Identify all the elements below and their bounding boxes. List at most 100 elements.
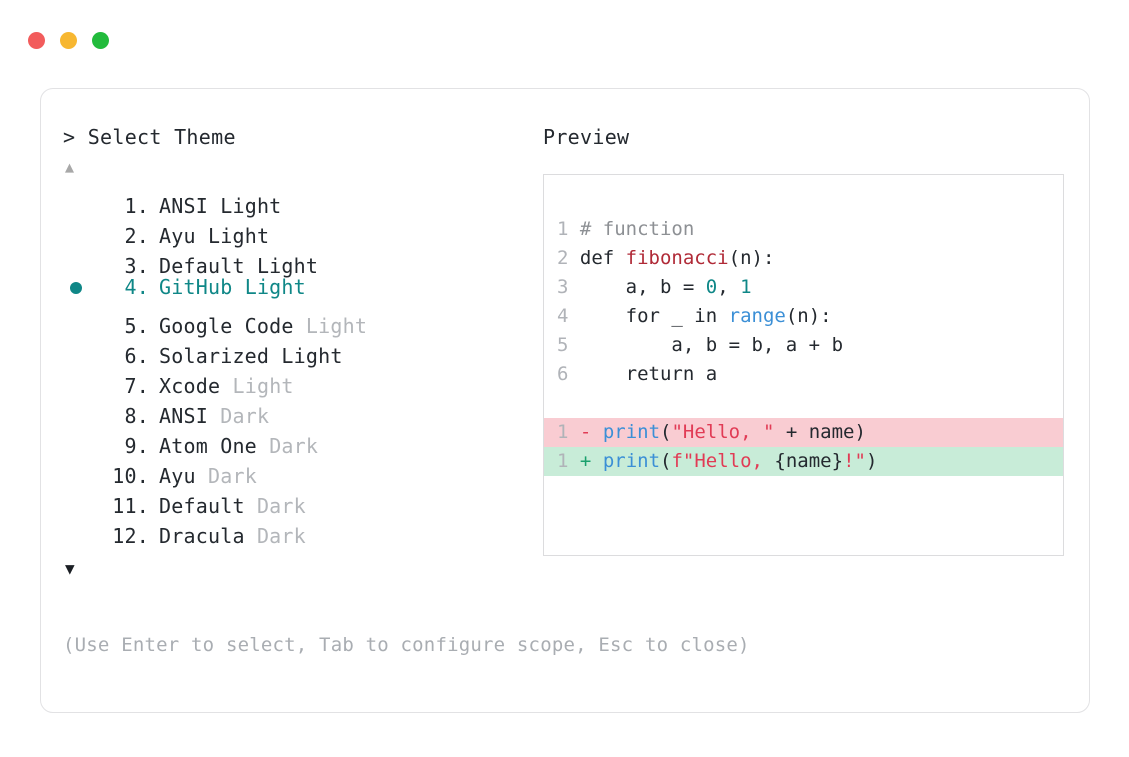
theme-item-number: 11.	[112, 494, 149, 518]
code-token: !"	[843, 450, 866, 472]
theme-item-variant: Dark	[220, 404, 270, 428]
theme-item-number: 8.	[124, 404, 149, 428]
code-token: )	[865, 450, 878, 472]
page-title: Select Theme	[87, 125, 236, 149]
theme-item-name: Xcode	[159, 374, 221, 398]
theme-item-name: ANSI	[159, 194, 208, 218]
code-gutter-gap	[568, 334, 579, 356]
theme-list-item[interactable]: 6. Solarized Light	[63, 333, 533, 368]
theme-item-name: Dracula	[159, 524, 245, 548]
theme-item-variant: Light	[207, 224, 270, 248]
theme-list-item[interactable]: 8. ANSI Dark	[63, 393, 533, 428]
code-line-number: 5	[557, 334, 569, 356]
code-line-number: 1	[557, 421, 569, 443]
theme-list-item[interactable]: 4.GitHub Light	[63, 273, 533, 303]
selected-bullet-icon	[70, 282, 82, 294]
theme-item-spacer	[269, 344, 281, 368]
theme-list-item[interactable]: 10.Ayu Dark	[63, 453, 533, 488]
diff-minus-marker: -	[579, 421, 592, 443]
code-token: f"Hello,	[671, 450, 775, 472]
code-line-number: 1	[557, 218, 569, 240]
code-line-number: 2	[557, 247, 569, 269]
prompt-header: > Select Theme	[63, 125, 533, 150]
code-token: # function	[579, 218, 695, 240]
theme-item-name: Ayu	[159, 224, 196, 248]
theme-item-number: 12.	[112, 524, 149, 548]
code-spacer	[544, 389, 1063, 418]
card-columns: > Select Theme ▲ 1. ANSI Light 2. Ayu Light…	[41, 89, 1089, 712]
selection-bullet-cell	[63, 333, 97, 363]
theme-list-item[interactable]: 7.Xcode Light	[63, 363, 533, 398]
theme-item-spacer	[220, 374, 232, 398]
code-line: 1 # function	[544, 215, 1063, 244]
code-token: 0	[705, 276, 718, 298]
theme-item-name: ANSI	[159, 404, 208, 428]
theme-list-item[interactable]: 3.Default Light	[63, 243, 533, 278]
theme-item-variant: Light	[281, 344, 343, 368]
selection-bullet-cell	[63, 183, 97, 213]
code-token: (n):	[785, 305, 832, 327]
selection-bullet-cell	[63, 243, 97, 273]
code-token: (n):	[728, 247, 775, 269]
code-token: (	[660, 450, 672, 472]
theme-item-number: 2.	[124, 224, 149, 248]
theme-item-variant: Light	[220, 194, 282, 218]
code-token: print	[602, 450, 661, 472]
theme-item-variant: Dark	[207, 464, 257, 488]
code-line-number: 6	[557, 363, 569, 385]
diff-removed-line: 1 - print("Hello, " + name)	[544, 418, 1063, 447]
minimize-dot[interactable]	[60, 32, 77, 49]
code-line: 3 a, b = 0, 1	[544, 273, 1063, 302]
code-token: {name}	[774, 450, 844, 472]
window-traffic-lights	[28, 32, 109, 49]
diff-plus-marker: +	[579, 450, 592, 472]
code-line: 2 def fibonacci(n):	[544, 244, 1063, 273]
theme-item-variant: Dark	[256, 524, 306, 548]
scroll-down-icon[interactable]: ▼	[65, 559, 75, 578]
close-dot[interactable]	[28, 32, 45, 49]
theme-list-item[interactable]: 1. ANSI Light	[63, 183, 533, 218]
code-gutter-gap	[568, 421, 579, 443]
code-token: ,	[717, 276, 741, 298]
code-gutter-gap	[568, 276, 579, 298]
selection-bullet-cell	[63, 303, 97, 333]
theme-item-name: GitHub	[159, 275, 233, 299]
selection-bullet-cell	[63, 423, 97, 453]
theme-item-variant: Light	[305, 314, 368, 338]
code-gutter-gap	[568, 363, 579, 385]
code-line-number: 1	[557, 450, 569, 472]
theme-item-number: 9.	[124, 434, 149, 458]
code-line: 6 return a	[544, 360, 1063, 389]
preview-title: Preview	[543, 125, 630, 149]
code-gutter-gap	[568, 247, 579, 269]
theme-item-number: 4.	[124, 275, 149, 299]
theme-item-spacer	[196, 464, 208, 488]
theme-list-item[interactable]: 11.Default Dark	[63, 483, 533, 518]
code-token: 1	[740, 276, 752, 298]
code-token: for _ in	[579, 305, 729, 327]
code-token: a, b =	[579, 276, 706, 298]
code-token: a, b = b, a + b	[579, 334, 844, 356]
code-token: (	[660, 421, 672, 443]
theme-item-name: Google Code	[159, 314, 294, 338]
code-token: range	[728, 305, 786, 327]
theme-item-name: Solarized	[159, 344, 270, 368]
code-token: "Hello, "	[671, 421, 775, 443]
theme-list-item[interactable]: 9.Atom One Dark	[63, 423, 533, 458]
theme-item-number: 6.	[124, 344, 149, 368]
theme-item-number: 1.	[124, 194, 149, 218]
theme-item-number: 5.	[124, 314, 149, 338]
theme-item-spacer	[245, 524, 257, 548]
theme-list-item[interactable]: 5. Google Code Light	[63, 303, 533, 338]
theme-item-spacer	[294, 314, 306, 338]
theme-list-item[interactable]: 2. Ayu Light	[63, 213, 533, 248]
theme-item-spacer	[257, 434, 269, 458]
selection-bullet-cell	[63, 513, 97, 543]
maximize-dot[interactable]	[92, 32, 109, 49]
code-gutter-gap	[591, 421, 602, 443]
scroll-up-icon[interactable]: ▲	[65, 158, 75, 176]
theme-list-item[interactable]: 12. Dracula Dark	[63, 513, 533, 548]
theme-item-number: 7.	[124, 374, 149, 398]
